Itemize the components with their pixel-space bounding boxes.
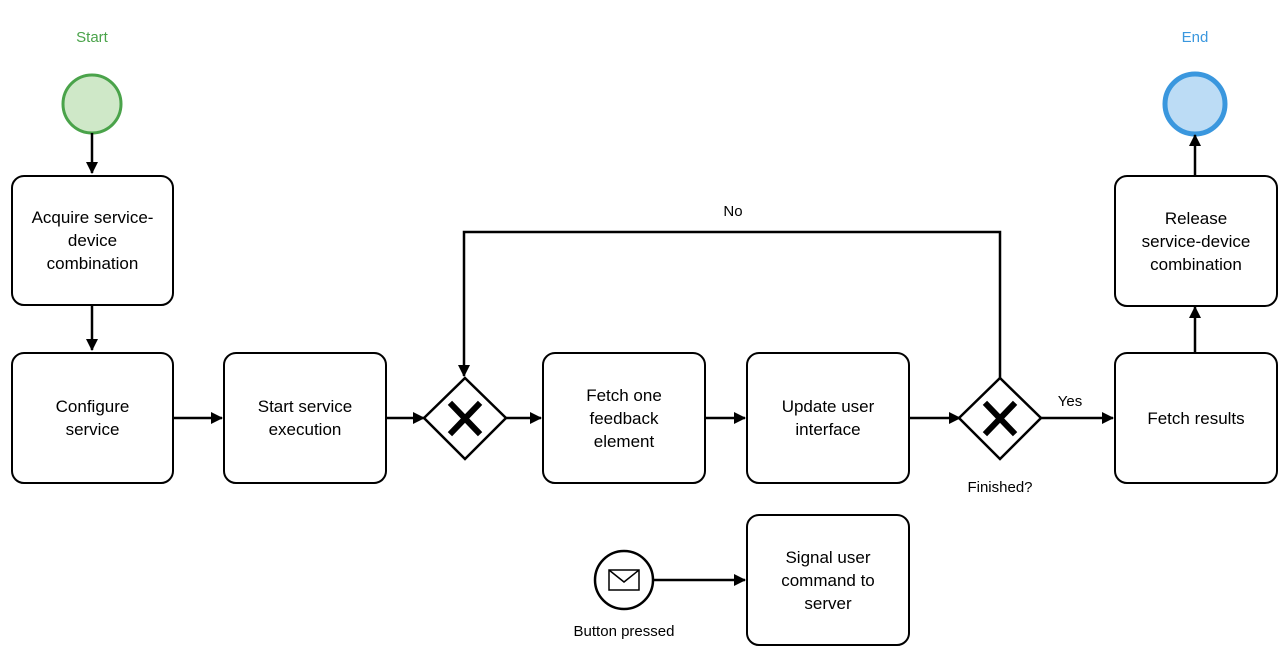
task-signal[interactable]: Signal user command to server xyxy=(746,514,910,646)
exclusive-gateway-merge[interactable] xyxy=(422,376,508,461)
task-fetch-results[interactable]: Fetch results xyxy=(1114,352,1278,484)
task-release-label: Release service-device combination xyxy=(1141,208,1251,274)
task-start-exec-label: Start service execution xyxy=(257,397,353,439)
flow-finished-no-loop[interactable] xyxy=(458,230,1002,378)
no-flow-label: No xyxy=(723,203,743,220)
start-event[interactable] xyxy=(61,73,123,135)
task-configure-label: Configure service xyxy=(55,397,130,439)
task-release[interactable]: Release service-device combination xyxy=(1114,175,1278,307)
start-event-label: Start xyxy=(76,29,108,46)
finished-gateway-label: Finished? xyxy=(967,479,1033,496)
yes-flow-label: Yes xyxy=(1057,393,1083,410)
end-event-label: End xyxy=(1181,29,1209,46)
task-configure[interactable]: Configure service xyxy=(11,352,174,484)
end-event[interactable] xyxy=(1162,71,1228,137)
task-signal-label: Signal user command to server xyxy=(781,547,875,613)
task-fetch-one-label: Fetch one feedback element xyxy=(586,385,662,451)
envelope-icon xyxy=(608,569,640,591)
task-update-ui-label: Update user interface xyxy=(781,397,875,439)
task-fetch-results-label: Fetch results xyxy=(1147,408,1245,428)
task-fetch-one[interactable]: Fetch one feedback element xyxy=(542,352,706,484)
message-event-label: Button pressed xyxy=(573,623,675,640)
task-acquire-label: Acquire service- device combination xyxy=(31,208,154,273)
message-start-event[interactable] xyxy=(593,549,655,611)
task-start-exec[interactable]: Start service execution xyxy=(223,352,387,484)
task-acquire[interactable]: Acquire service- device combination xyxy=(11,175,174,306)
x-marker-icon xyxy=(982,400,1018,437)
exclusive-gateway-finished[interactable] xyxy=(957,376,1043,461)
x-marker-icon xyxy=(447,400,483,437)
task-update-ui[interactable]: Update user interface xyxy=(746,352,910,484)
